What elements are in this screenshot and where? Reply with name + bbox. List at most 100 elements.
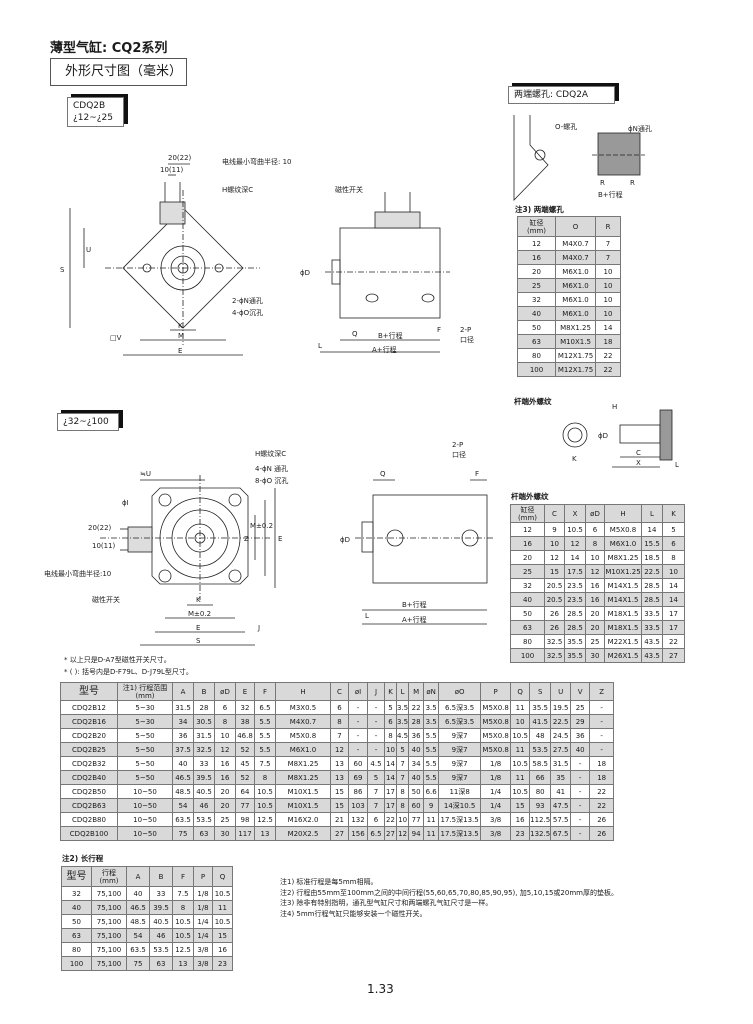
- table-cell: 75,100: [91, 914, 127, 929]
- table-cell: 63: [149, 956, 173, 971]
- footnote-brackets: * ( ): 括号内是D-F79L、D-J79L型尺寸。: [64, 668, 193, 676]
- table-cell: 35.5: [529, 700, 552, 715]
- column-header: A: [126, 866, 150, 887]
- table-cell: 3.5: [395, 714, 410, 729]
- table-cell: 39.5: [149, 900, 173, 915]
- dim-k: K: [178, 322, 183, 330]
- table-cell: M10X1.5: [275, 798, 331, 813]
- table-cell: 86: [348, 784, 368, 799]
- table-cell: 32.5: [544, 634, 565, 649]
- table-cell: 23.5: [564, 578, 586, 593]
- table-cell: 53.5: [149, 942, 173, 957]
- table-cell: 1/8: [193, 886, 213, 901]
- table-cell: 32: [517, 292, 556, 307]
- table-cell: 6: [214, 700, 236, 715]
- table-cell: 24.5: [550, 728, 572, 743]
- column-header: B: [149, 866, 173, 887]
- table-cell: 132: [348, 812, 368, 827]
- table-cell: 20.5: [544, 578, 565, 593]
- table-cell: -: [570, 756, 591, 771]
- table-cell: 22.5: [641, 564, 663, 579]
- table-cell: 7.5: [172, 886, 194, 901]
- table-cell: 16: [510, 812, 531, 827]
- table-cell: 25: [510, 564, 545, 579]
- table-cell: 10~50: [117, 826, 173, 841]
- table-cell: 8: [395, 798, 410, 813]
- table-cell: 117: [235, 826, 255, 841]
- table-cell: 40.5: [193, 784, 215, 799]
- table-cell: 63: [193, 826, 215, 841]
- table-cell: 25: [570, 700, 591, 715]
- table-cell: M6X1.0: [604, 536, 642, 551]
- table-cell: 10: [585, 550, 605, 565]
- table-cell: 14: [662, 592, 685, 607]
- table-cell: 77: [235, 798, 255, 813]
- table-cell: 18: [589, 756, 615, 771]
- column-header: Z: [589, 682, 615, 701]
- table-cell: 8: [254, 770, 276, 785]
- table-cell: 6: [330, 700, 349, 715]
- table-cell: 94: [408, 826, 425, 841]
- page-title: 薄型气缸: CQ2系列: [50, 41, 168, 56]
- table-cell: 7: [367, 798, 385, 813]
- dim-d: ϕD: [340, 536, 350, 544]
- table-cell: 6: [662, 536, 685, 551]
- label-switch: 磁性开关: [335, 185, 363, 194]
- body-side-view: [339, 227, 441, 319]
- table-cell: 10~50: [117, 812, 173, 827]
- dim-q: Q: [352, 330, 358, 338]
- table-cell: 20: [214, 784, 236, 799]
- table-cell: 33.5: [641, 620, 663, 635]
- table-cell: 27: [662, 648, 685, 663]
- table-cell: 21: [330, 812, 349, 827]
- table-cell: 12: [517, 236, 556, 251]
- dim-b-stroke: B+行程: [378, 331, 403, 340]
- table-cell: 28.5: [641, 578, 663, 593]
- table-cell: 52: [235, 742, 255, 757]
- table-cell: 22: [384, 812, 397, 827]
- label-o-hole: 4-ϕO沉孔: [232, 309, 263, 317]
- table-cell: 26: [589, 812, 615, 827]
- table-cell: 15: [330, 784, 349, 799]
- table-cell: 32.5: [544, 648, 565, 663]
- table-cell: CDQ2B25: [60, 742, 118, 757]
- table-cell: 7: [330, 728, 349, 743]
- table-cell: 13: [330, 756, 349, 771]
- dim-10: 10(11): [92, 542, 116, 550]
- table-cell: 75,100: [91, 886, 127, 901]
- table-cell: 16: [510, 536, 545, 551]
- table-cell: 14: [641, 522, 663, 537]
- dim-r1: R: [600, 179, 605, 187]
- table-cell: 15: [510, 798, 531, 813]
- table-cell: 9深7: [438, 756, 482, 771]
- table-cell: 100: [510, 648, 545, 663]
- table-cell: M8X1.25: [555, 320, 596, 335]
- dim-z: Z: [244, 535, 249, 543]
- table-cell: 17.5深13.5: [438, 826, 482, 841]
- rod-table-title: 杆端外螺纹: [511, 492, 549, 501]
- tag-bore-range: ¿12~¿25: [73, 113, 113, 123]
- table-cell: 34: [172, 714, 194, 729]
- label-x: X: [636, 459, 641, 467]
- table-cell: 112.5: [529, 812, 552, 827]
- table-cell: -: [570, 812, 591, 827]
- table-cell: 7.5: [254, 756, 276, 771]
- table-cell: 11: [423, 812, 440, 827]
- table-cell: -: [367, 728, 385, 743]
- dim-b-stroke: B+行程: [402, 600, 427, 609]
- table-cell: 4.5: [367, 756, 385, 771]
- table-cell: 3/8: [193, 942, 213, 957]
- table-cell: 80: [517, 348, 556, 363]
- table-cell: 5.5: [254, 742, 276, 757]
- table-cell: M16X2.0: [275, 812, 331, 827]
- table-cell: 22: [595, 362, 621, 377]
- table-cell: 17: [662, 620, 685, 635]
- table-cell: 33: [149, 886, 173, 901]
- table-cell: 11: [510, 700, 531, 715]
- column-header: øO: [438, 682, 482, 701]
